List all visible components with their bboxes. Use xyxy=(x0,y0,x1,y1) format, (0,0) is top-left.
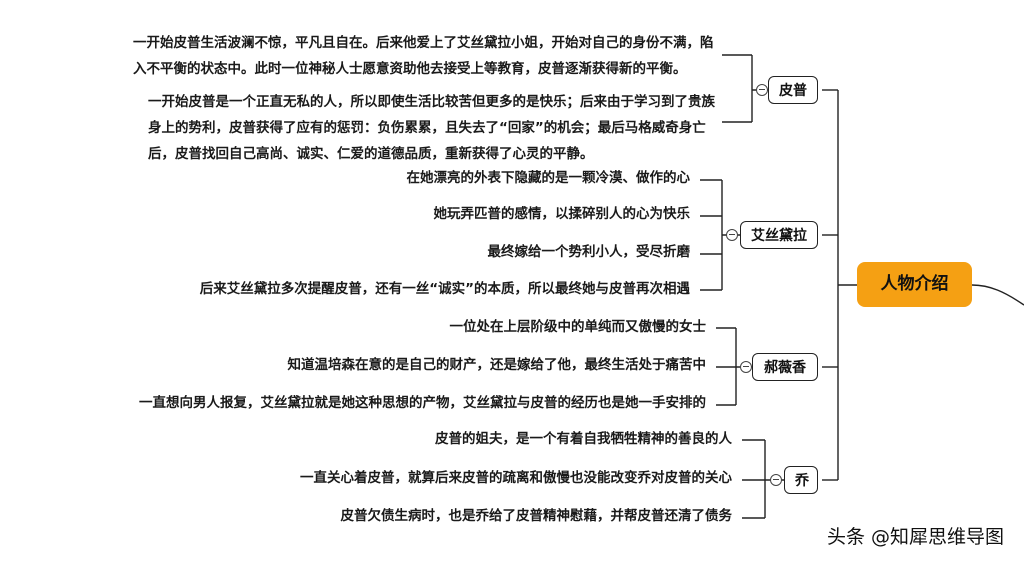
branch-node-havisham[interactable]: 郝薇香 xyxy=(752,353,818,381)
root-trunk xyxy=(837,90,857,480)
leaf-estella-1: 在她漂亮的外表下隐藏的是一颗冷漠、做作的心 xyxy=(406,170,691,186)
collapse-icon[interactable] xyxy=(726,229,738,241)
branch-node-pip[interactable]: 皮普 xyxy=(768,76,818,104)
root-node[interactable]: 人物介绍 xyxy=(857,262,972,307)
leaf-estella-2: 她玩弄匹普的感情，以揉碎别人的心为快乐 xyxy=(433,206,691,222)
root-outgoing-connector xyxy=(971,284,1024,306)
leaf-havisham-1: 一位处在上层阶级中的单纯而又傲慢的女士 xyxy=(449,319,707,335)
leaf-pip-2: 一开始皮普是一个正直无私的人，所以即使生活比较苦但更多的是快乐；后来由于学习到了… xyxy=(148,94,715,162)
leaf-estella-3: 最终嫁给一个势利小人，受尽折磨 xyxy=(487,244,691,260)
collapse-icon[interactable] xyxy=(756,84,768,96)
leaf-joe-2: 一直关心着皮普，就算后来皮普的疏离和傲慢也没能改变乔对皮普的关心 xyxy=(300,470,732,486)
leaf-havisham-2: 知道温培森在意的是自己的财产，还是嫁给了他，最终生活处于痛苦中 xyxy=(287,357,707,373)
leaf-joe-1: 皮普的姐夫，是一个有着自我牺牲精神的善良的人 xyxy=(435,431,732,447)
collapse-icon[interactable] xyxy=(770,474,782,486)
leaf-havisham-3: 一直想向男人报复，艾丝黛拉就是她这种思想的产物，艾丝黛拉与皮普的经历也是她一手安… xyxy=(139,395,706,411)
branch-node-joe[interactable]: 乔 xyxy=(784,466,818,494)
branch-node-estella[interactable]: 艾丝黛拉 xyxy=(740,221,818,249)
leaf-pip-1: 一开始皮普生活波澜不惊，平凡且自在。后来他爱上了艾丝黛拉小姐，开始对自己的身份不… xyxy=(133,35,714,77)
leaf-estella-4: 后来艾丝黛拉多次提醒皮普，还有一丝“诚实”的本质，所以最终她与皮普再次相遇 xyxy=(199,281,690,297)
watermark: 头条 @知犀思维导图 xyxy=(826,526,1004,548)
leaf-joe-3: 皮普欠债生病时，也是乔给了皮普精神慰藉，并帮皮普还清了债务 xyxy=(340,508,733,524)
collapse-icon[interactable] xyxy=(740,361,752,373)
bracket-havisham xyxy=(716,327,740,406)
